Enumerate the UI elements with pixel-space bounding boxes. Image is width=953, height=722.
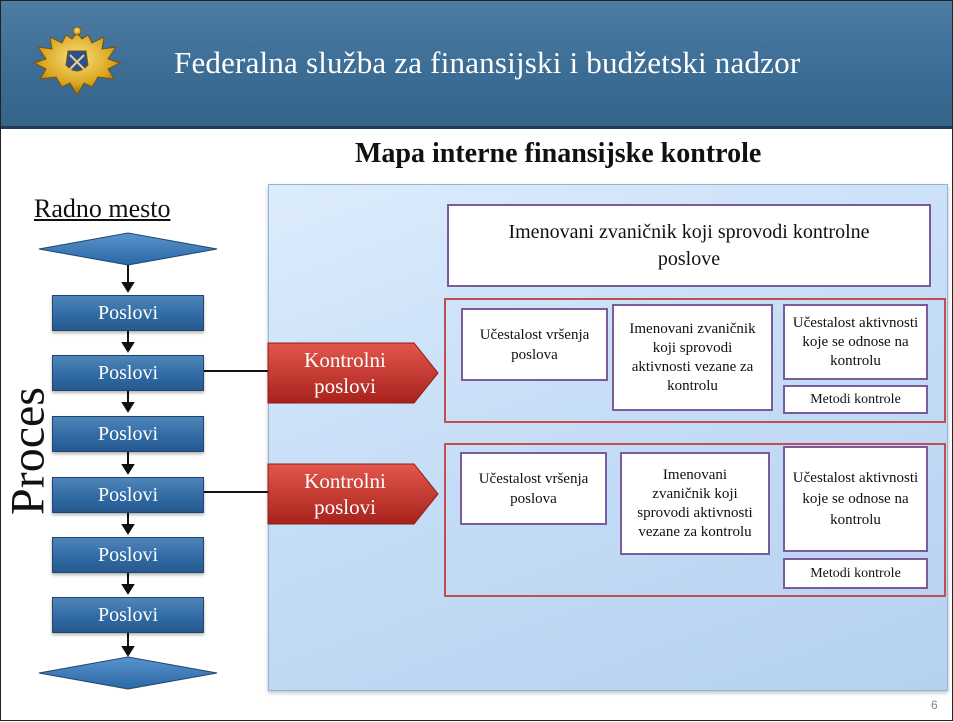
frequency-box-2: Učestalost vršenja poslova xyxy=(460,452,607,525)
end-diamond-shape xyxy=(38,656,218,690)
designated-official-box: Imenovani zvaničnik koji sprovodi kontro… xyxy=(447,204,931,287)
control-tasks-line1: Kontrolni xyxy=(304,469,386,493)
control-tasks-line2: poslovi xyxy=(314,495,376,519)
control-tasks-label-2: Kontrolni poslovi xyxy=(280,468,410,520)
job-box-1: Poslovi xyxy=(52,295,204,331)
double-headed-eagle-emblem-icon xyxy=(32,26,122,96)
official-box-1: Imenovani zvaničnik koji sprovodi aktivn… xyxy=(612,304,773,411)
control-tasks-line2: poslovi xyxy=(314,374,376,398)
job-box-4: Poslovi xyxy=(52,477,204,513)
control-group-2 xyxy=(444,443,946,597)
control-tasks-arrow-2: Kontrolni poslovi xyxy=(266,462,441,526)
control-group-1 xyxy=(444,298,946,423)
slide-subtitle: Mapa interne finansijske kontrole xyxy=(355,138,762,169)
activity-frequency-box-2: Učestalost aktivnosti koje se odnose na … xyxy=(783,446,928,552)
radno-mesto-label: Radno mesto xyxy=(34,194,171,223)
red-pentagon-arrow-icon xyxy=(267,463,439,525)
job-box-5: Poslovi xyxy=(52,537,204,573)
connector-line xyxy=(204,370,269,493)
control-tasks-label-1: Kontrolni poslovi xyxy=(280,347,410,399)
activity-frequency-box-1: Učestalost aktivnosti koje se odnose na … xyxy=(783,304,928,380)
start-diamond-shape xyxy=(38,232,218,266)
header-bar: Federalna služba za finansijski i budžet… xyxy=(1,1,952,126)
control-methods-box-2: Metodi kontrole xyxy=(783,558,928,589)
red-pentagon-arrow-icon xyxy=(267,342,439,404)
official-box-2: Imenovani zvaničnik koji sprovodi aktivn… xyxy=(620,452,770,555)
control-tasks-line1: Kontrolni xyxy=(304,348,386,372)
control-methods-box-1: Metodi kontrole xyxy=(783,385,928,414)
control-tasks-arrow-1: Kontrolni poslovi xyxy=(266,341,441,405)
job-box-3: Poslovi xyxy=(52,416,204,452)
header-title: Federalna služba za finansijski i budžet… xyxy=(174,45,801,80)
header-divider xyxy=(1,126,952,129)
flow-arrow xyxy=(121,265,135,657)
frequency-box-1: Učestalost vršenja poslova xyxy=(461,308,608,381)
job-box-6: Poslovi xyxy=(52,597,204,633)
page-number: 6 xyxy=(931,698,938,712)
job-box-2: Poslovi xyxy=(52,355,204,391)
